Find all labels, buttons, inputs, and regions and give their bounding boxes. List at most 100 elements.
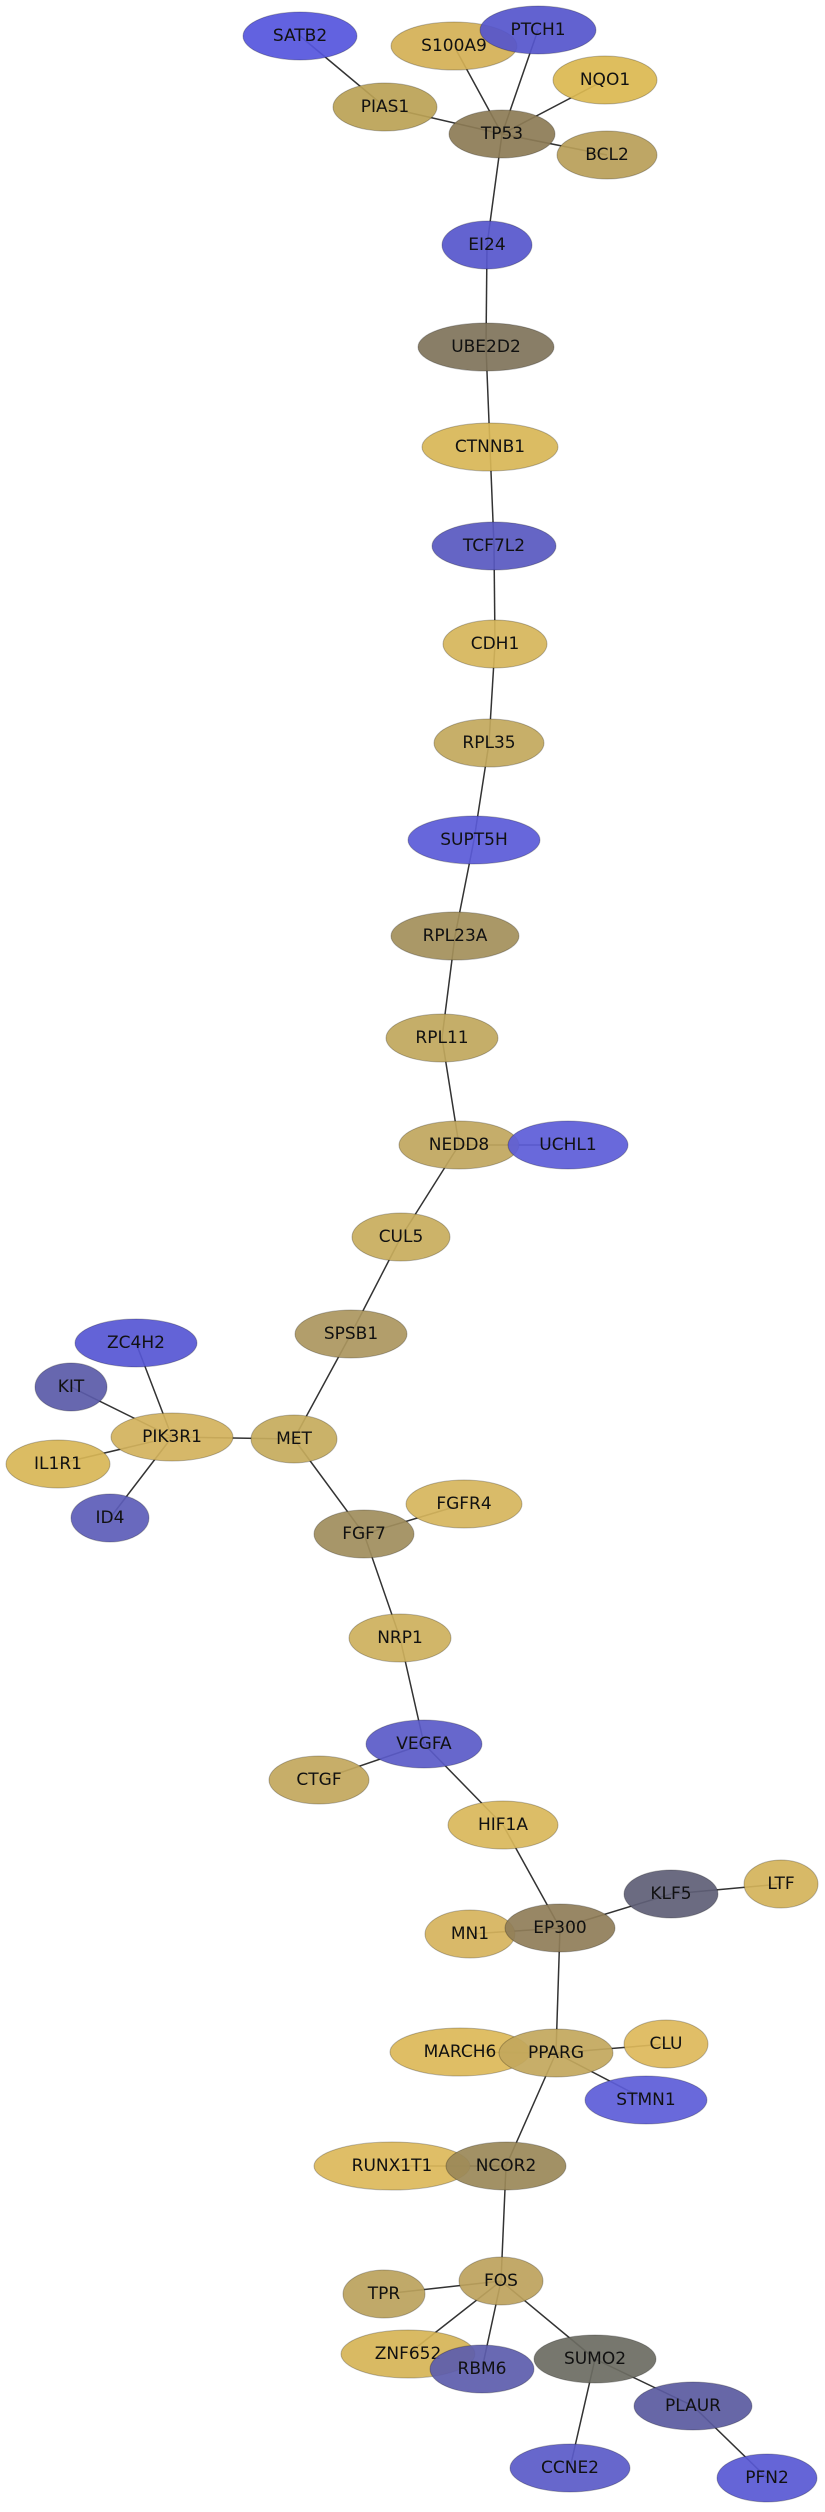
node-shape-vegfa — [365, 1719, 483, 1769]
node-label-pparg: PPARG — [528, 2043, 584, 2063]
node-label-zc4h2: ZC4H2 — [107, 1333, 165, 1353]
node-shape-ltf — [743, 1859, 819, 1909]
node-met[interactable]: MET — [250, 1414, 338, 1464]
node-shape-rpl35 — [433, 718, 545, 768]
node-march6[interactable]: MARCH6 — [389, 2027, 531, 2077]
node-hif1a[interactable]: HIF1A — [447, 1800, 559, 1850]
node-fgf7[interactable]: FGF7 — [313, 1509, 415, 1559]
node-label-ep300: EP300 — [533, 1918, 586, 1938]
node-shape-rpl23a — [390, 911, 520, 961]
node-label-ctgf: CTGF — [296, 1770, 341, 1790]
node-tpr[interactable]: TPR — [342, 2269, 426, 2319]
node-spsb1[interactable]: SPSB1 — [294, 1309, 408, 1359]
node-runx1t1[interactable]: RUNX1T1 — [313, 2141, 471, 2191]
node-fgfr4[interactable]: FGFR4 — [405, 1479, 523, 1529]
node-label-ccne2: CCNE2 — [541, 2458, 599, 2478]
node-ctnnb1[interactable]: CTNNB1 — [421, 422, 559, 472]
node-label-pias1: PIAS1 — [361, 97, 410, 117]
node-sumo2[interactable]: SUMO2 — [533, 2334, 657, 2384]
node-pparg[interactable]: PPARG — [498, 2028, 614, 2078]
node-shape-ube2d2 — [417, 322, 555, 372]
node-shape-uchl1 — [507, 1120, 629, 1170]
node-pias1[interactable]: PIAS1 — [332, 82, 438, 132]
node-cdh1[interactable]: CDH1 — [442, 619, 548, 669]
node-ep300[interactable]: EP300 — [504, 1903, 616, 1953]
node-stmn1[interactable]: STMN1 — [584, 2075, 708, 2125]
node-label-il1r1: IL1R1 — [34, 1454, 82, 1474]
node-rpl35[interactable]: RPL35 — [433, 718, 545, 768]
node-label-fgf7: FGF7 — [342, 1524, 386, 1544]
node-label-nqo1: NQO1 — [580, 70, 630, 90]
node-label-uchl1: UCHL1 — [539, 1135, 596, 1155]
node-id4[interactable]: ID4 — [70, 1493, 150, 1543]
node-ccne2[interactable]: CCNE2 — [509, 2443, 631, 2493]
node-label-pik3r1: PIK3R1 — [142, 1427, 202, 1447]
node-uchl1[interactable]: UCHL1 — [507, 1120, 629, 1170]
node-bcl2[interactable]: BCL2 — [556, 130, 658, 180]
node-label-rbm6: RBM6 — [458, 2359, 507, 2379]
node-shape-plaur — [633, 2381, 753, 2431]
node-ptch1[interactable]: PTCH1 — [479, 5, 597, 55]
node-zc4h2[interactable]: ZC4H2 — [74, 1318, 198, 1368]
node-shape-bcl2 — [556, 130, 658, 180]
node-rpl11[interactable]: RPL11 — [385, 1013, 499, 1063]
node-tcf7l2[interactable]: TCF7L2 — [431, 521, 557, 571]
node-label-plaur: PLAUR — [665, 2396, 721, 2416]
node-shape-cdh1 — [442, 619, 548, 669]
node-label-stmn1: STMN1 — [616, 2090, 675, 2110]
node-label-tcf7l2: TCF7L2 — [462, 536, 525, 556]
node-shape-zc4h2 — [74, 1318, 198, 1368]
node-shape-ncor2 — [445, 2141, 567, 2191]
node-shape-tp53 — [448, 109, 556, 159]
node-cul5[interactable]: CUL5 — [351, 1212, 451, 1262]
node-label-ltf: LTF — [767, 1874, 794, 1894]
node-nedd8[interactable]: NEDD8 — [398, 1120, 520, 1170]
node-label-ncor2: NCOR2 — [476, 2156, 537, 2176]
node-vegfa[interactable]: VEGFA — [365, 1719, 483, 1769]
node-fos[interactable]: FOS — [458, 2256, 544, 2306]
node-il1r1[interactable]: IL1R1 — [5, 1439, 111, 1489]
node-label-met: MET — [276, 1429, 312, 1449]
node-shape-ctnnb1 — [421, 422, 559, 472]
node-shape-klf5 — [623, 1869, 719, 1919]
node-ltf[interactable]: LTF — [743, 1859, 819, 1909]
node-label-ei24: EI24 — [468, 235, 505, 255]
node-pik3r1[interactable]: PIK3R1 — [110, 1412, 234, 1462]
node-label-satb2: SATB2 — [273, 26, 327, 46]
node-label-cdh1: CDH1 — [471, 634, 520, 654]
node-ube2d2[interactable]: UBE2D2 — [417, 322, 555, 372]
node-label-tp53: TP53 — [480, 124, 523, 144]
node-shape-supt5h — [407, 815, 541, 865]
node-nrp1[interactable]: NRP1 — [348, 1613, 452, 1663]
node-label-clu: CLU — [650, 2034, 683, 2054]
node-label-ube2d2: UBE2D2 — [451, 337, 521, 357]
node-label-ctnnb1: CTNNB1 — [455, 437, 525, 457]
node-label-rpl23a: RPL23A — [423, 926, 488, 946]
node-clu[interactable]: CLU — [623, 2019, 709, 2069]
node-satb2[interactable]: SATB2 — [242, 11, 358, 61]
node-shape-tpr — [342, 2269, 426, 2319]
node-ctgf[interactable]: CTGF — [268, 1755, 370, 1805]
node-rpl23a[interactable]: RPL23A — [390, 911, 520, 961]
node-shape-id4 — [70, 1493, 150, 1543]
node-tp53[interactable]: TP53 — [448, 109, 556, 159]
node-pfn2[interactable]: PFN2 — [716, 2453, 818, 2503]
node-mn1[interactable]: MN1 — [424, 1909, 516, 1959]
node-kit[interactable]: KIT — [34, 1362, 108, 1412]
node-shape-kit — [34, 1362, 108, 1412]
node-shape-met — [250, 1414, 338, 1464]
node-klf5[interactable]: KLF5 — [623, 1869, 719, 1919]
node-shape-ctgf — [268, 1755, 370, 1805]
node-supt5h[interactable]: SUPT5H — [407, 815, 541, 865]
node-ei24[interactable]: EI24 — [441, 220, 533, 270]
node-shape-ep300 — [504, 1903, 616, 1953]
node-ncor2[interactable]: NCOR2 — [445, 2141, 567, 2191]
node-shape-ccne2 — [509, 2443, 631, 2493]
node-shape-stmn1 — [584, 2075, 708, 2125]
node-plaur[interactable]: PLAUR — [633, 2381, 753, 2431]
node-rbm6[interactable]: RBM6 — [429, 2344, 535, 2394]
node-label-nrp1: NRP1 — [377, 1628, 423, 1648]
node-nqo1[interactable]: NQO1 — [552, 55, 658, 105]
